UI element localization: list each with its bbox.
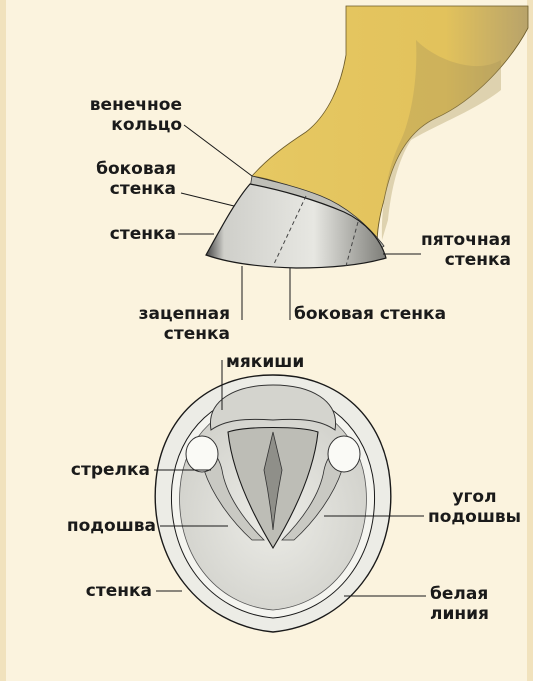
label-heel-bulbs: мякиши	[226, 352, 304, 372]
label-sole-angle: угол подошвы	[428, 487, 521, 527]
label-white-line: белая линия	[430, 584, 489, 624]
label-coronary-band: венечное кольцо	[62, 95, 182, 135]
label-wall-bottom: стенка	[26, 581, 152, 601]
label-sole: подошва	[26, 516, 156, 536]
label-side-wall-bottom: боковая стенка	[294, 304, 446, 324]
label-heel-wall: пяточная стенка	[421, 230, 511, 270]
label-toe-wall: зацепная стенка	[106, 304, 230, 344]
label-frog: стрелка	[26, 460, 150, 480]
label-side-wall-top: боковая стенка	[56, 159, 176, 199]
label-wall-top: стенка	[56, 224, 176, 244]
heel-pad-left	[186, 436, 218, 472]
heel-pad-right	[328, 436, 360, 472]
